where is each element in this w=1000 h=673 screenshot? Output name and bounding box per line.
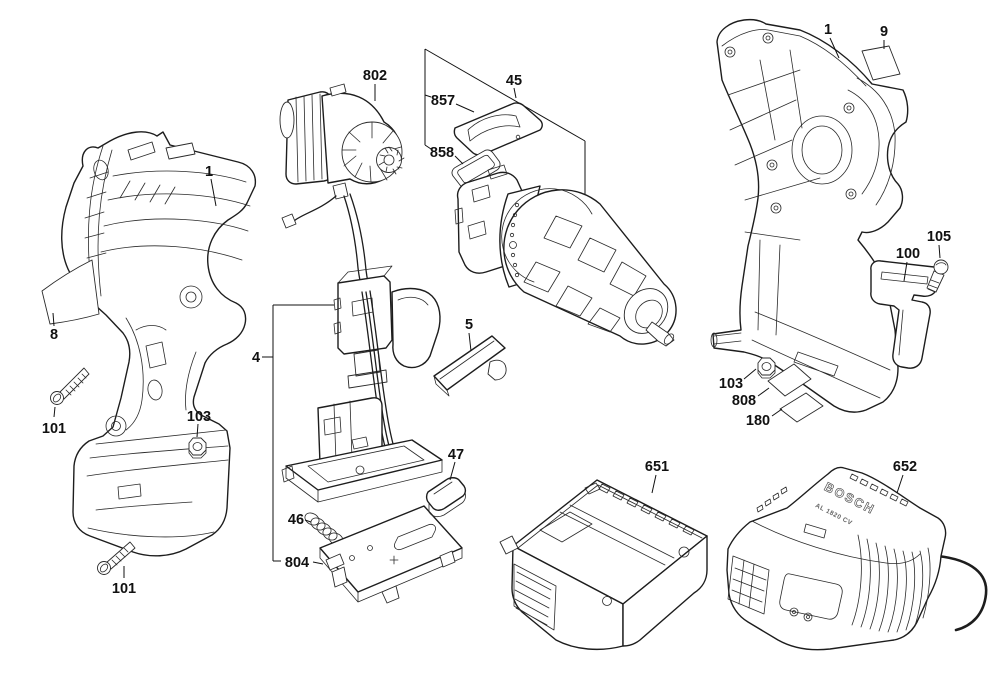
callout-label: 5 <box>465 317 473 333</box>
battery-pack <box>499 479 708 651</box>
callout-804: 804 <box>285 555 324 571</box>
spring <box>304 512 344 546</box>
callout-label: 45 <box>506 73 522 89</box>
callout-9: 9 <box>880 24 888 49</box>
screw-upper-left <box>50 367 90 405</box>
wire-clip <box>451 149 501 189</box>
callout-46: 46 <box>288 512 312 528</box>
callout-label: 857 <box>431 93 455 109</box>
group-bracket-45 <box>424 48 586 196</box>
callout-label: 1 <box>205 164 213 180</box>
callout-1-left: 1 <box>205 164 217 207</box>
callout-label: 652 <box>893 459 917 475</box>
callout-label: 100 <box>896 246 920 262</box>
cover-cap <box>425 477 467 518</box>
base-plate <box>319 505 463 604</box>
callout-857: 857 <box>431 93 475 113</box>
callout-4: 4 <box>252 350 260 366</box>
callout-label: 180 <box>746 413 770 429</box>
callout-label: 4 <box>252 350 260 366</box>
callout-8: 8 <box>50 312 58 343</box>
battery-charger: BOSCH AL 1820 CV <box>726 466 988 651</box>
callout-label: 46 <box>288 512 304 528</box>
screw-right <box>926 259 949 293</box>
callout-651: 651 <box>645 459 669 494</box>
callout-label: 9 <box>880 24 888 40</box>
flat-clip <box>433 335 507 397</box>
callout-label: 802 <box>363 68 387 84</box>
callout-45: 45 <box>506 73 522 99</box>
callout-101-upper: 101 <box>42 406 66 437</box>
drill-housing-right <box>710 18 909 413</box>
callout-label: 858 <box>430 145 454 161</box>
callout-858: 858 <box>430 145 464 165</box>
callout-47: 47 <box>448 447 464 481</box>
switch-assembly <box>281 265 443 503</box>
callout-103-left: 103 <box>187 409 211 438</box>
callout-101-lower: 101 <box>112 566 136 597</box>
sticker-808 <box>767 363 812 397</box>
slide-plate <box>453 102 543 156</box>
motor <box>279 83 405 291</box>
callouts: 1 8 101 103 101 4 802 45 <box>42 22 951 597</box>
gearbox-chuck-assembly <box>454 164 677 347</box>
callout-label: 651 <box>645 459 669 475</box>
callout-label: 8 <box>50 327 58 343</box>
callout-652: 652 <box>893 459 917 494</box>
callout-1-right: 1 <box>824 22 840 59</box>
callout-5: 5 <box>465 317 473 352</box>
sticker-180 <box>779 392 824 423</box>
callout-label: 101 <box>112 581 136 597</box>
callout-802: 802 <box>363 68 387 101</box>
callout-label: 103 <box>187 409 211 425</box>
callout-label: 47 <box>448 447 464 463</box>
callout-105: 105 <box>927 229 951 259</box>
callout-103-right: 103 <box>719 368 757 392</box>
callout-label: 1 <box>824 22 832 38</box>
callout-label: 105 <box>927 229 951 245</box>
callout-100: 100 <box>896 246 920 282</box>
callout-label: 808 <box>732 393 756 409</box>
callout-808: 808 <box>732 387 770 409</box>
hex-nut-right <box>757 357 776 379</box>
sticker-left <box>41 259 100 325</box>
screw-lower-left <box>97 541 136 575</box>
callout-label: 101 <box>42 421 66 437</box>
sticker-right <box>861 45 901 81</box>
callout-180: 180 <box>746 408 783 429</box>
hex-nut-left <box>188 437 207 459</box>
callout-label: 804 <box>285 555 309 571</box>
group-bracket-4 <box>262 304 334 562</box>
callout-label: 103 <box>719 376 743 392</box>
drill-housing-left <box>61 131 257 557</box>
